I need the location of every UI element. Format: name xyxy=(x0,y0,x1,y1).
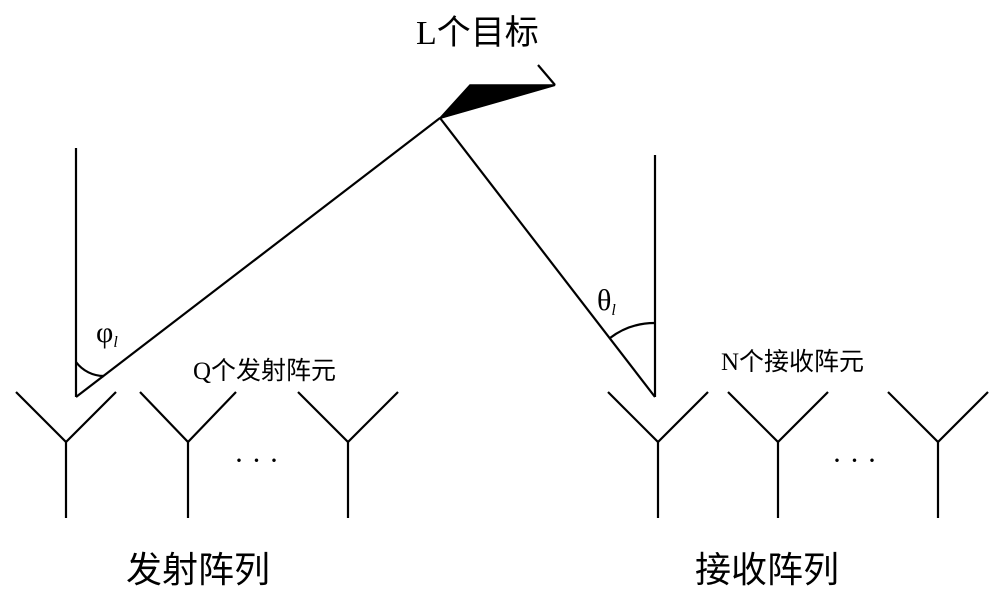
receive-ellipsis: · · · xyxy=(832,444,877,477)
receive-array-label: 接收阵列 xyxy=(695,550,839,590)
receive-antenna-icon xyxy=(727,391,829,518)
transmit-antenna-icon xyxy=(139,391,237,518)
transmit-angle-label: φl xyxy=(96,316,118,351)
target-icon xyxy=(437,64,556,120)
transmit-array-label: 发射阵列 xyxy=(126,550,270,590)
target-label: L个目标 xyxy=(416,14,539,52)
transmit-antenna-icon xyxy=(15,391,117,518)
receive-elements-label: N个接收阵元 xyxy=(721,348,864,376)
receive-ray xyxy=(439,117,656,398)
receive-angle-subscript: l xyxy=(611,302,616,319)
transmit-angle-subscript: l xyxy=(113,334,118,351)
transmit-antenna-icon xyxy=(297,391,399,518)
transmit-angle-symbol: φ xyxy=(96,316,113,349)
receive-antenna-icon xyxy=(607,391,709,518)
receive-angle-symbol: θ xyxy=(597,284,611,317)
transmit-ray xyxy=(75,117,441,398)
receive-angle-label: θl xyxy=(597,284,616,319)
transmit-angle-arc xyxy=(75,361,105,378)
receive-angle-arc xyxy=(609,321,656,339)
receive-antenna-icon xyxy=(887,391,989,518)
transmit-ellipsis: · · · xyxy=(234,444,279,477)
transmit-elements-label: Q个发射阵元 xyxy=(193,357,336,385)
